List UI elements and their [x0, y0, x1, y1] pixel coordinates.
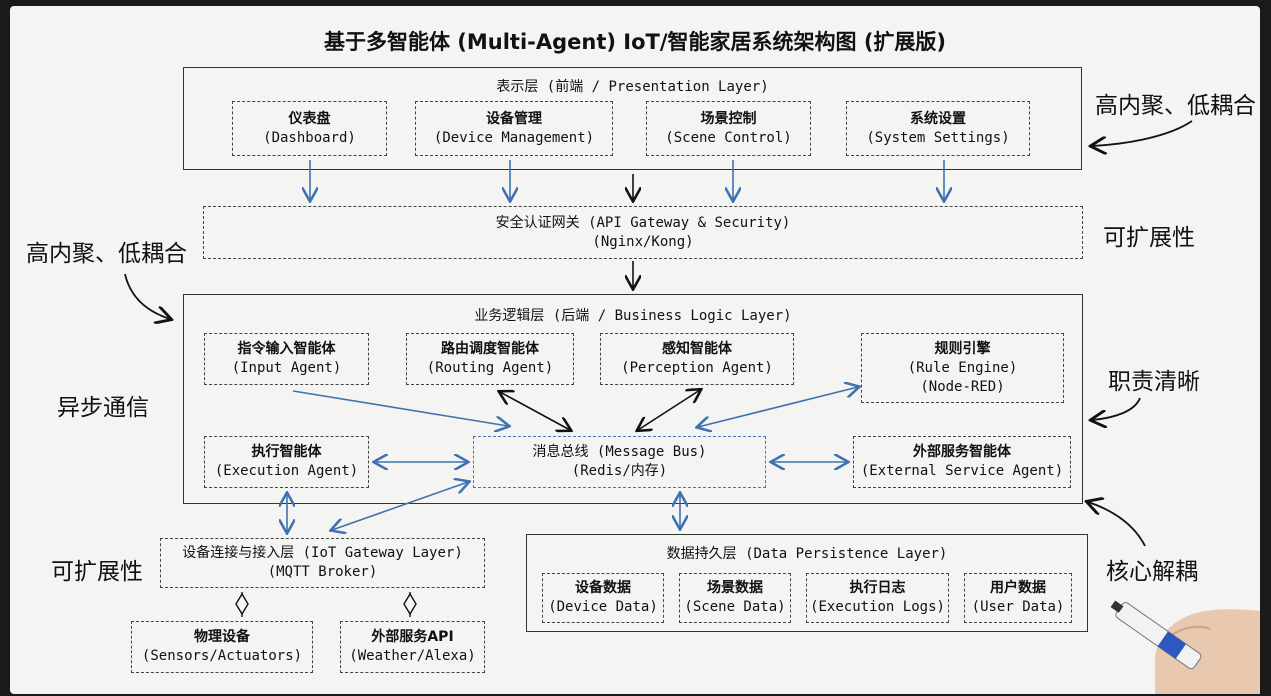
- rule-engine-sublabel-2: (Node-RED): [920, 378, 1005, 395]
- external-api-box: 外部服务API (Weather/Alexa): [340, 621, 485, 673]
- execution-agent-sublabel: (Execution Agent): [214, 463, 359, 479]
- execution-agent-label: 执行智能体: [251, 444, 322, 460]
- business-logic-layer-title: 业务逻辑层 (后端 / Business Logic Layer): [474, 308, 792, 324]
- rule-engine-sublabel: (Rule Engine): [907, 359, 1018, 376]
- arrow-input-bus: [292, 390, 508, 426]
- dashboard-label: 仪表盘: [288, 110, 331, 127]
- input-agent-box: 指令输入智能体 (Input Agent): [204, 333, 369, 385]
- system-settings-box: 系统设置 (System Settings): [846, 101, 1030, 156]
- note-high-cohesion-right: 高内聚、低耦合: [1095, 93, 1256, 119]
- diagram-title: 基于多智能体 (Multi-Agent) IoT/智能家居系统架构图 (扩展版): [323, 30, 947, 54]
- routing-agent-box: 路由调度智能体 (Routing Agent): [406, 333, 574, 385]
- note-core-decoupling: 核心解耦: [1106, 559, 1198, 585]
- note-arrow-core-decoupling: [1088, 502, 1146, 547]
- external-service-agent-label: 外部服务智能体: [913, 444, 1011, 460]
- hand-holding-marker: [1110, 600, 1260, 694]
- execution-agent-box: 执行智能体 (Execution Agent): [204, 436, 369, 488]
- connector-iot-physical: [235, 592, 249, 617]
- business-logic-layer: 业务逻辑层 (后端 / Business Logic Layer): [183, 294, 1083, 504]
- dashboard-box: 仪表盘 (Dashboard): [232, 101, 387, 156]
- device-data-box: 设备数据 (Device Data): [542, 573, 664, 623]
- routing-agent-label: 路由调度智能体: [441, 341, 539, 357]
- scene-data-sublabel: (Scene Data): [684, 599, 786, 615]
- whiteboard: 基于多智能体 (Multi-Agent) IoT/智能家居系统架构图 (扩展版)…: [10, 6, 1260, 694]
- external-api-sublabel: (Weather/Alexa): [349, 648, 476, 664]
- note-high-cohesion-left: 高内聚、低耦合: [26, 241, 187, 267]
- rule-engine-box: 规则引擎 (Rule Engine) (Node-RED): [861, 333, 1064, 403]
- connector-arrows: [124, 120, 1193, 617]
- api-gateway-label: 安全认证网关 (API Gateway & Security): [495, 214, 791, 231]
- iot-gateway-box: 设备连接与接入层 (IoT Gateway Layer) (MQTT Broke…: [160, 538, 485, 588]
- presentation-layer-title: 表示层 (前端 / Presentation Layer): [496, 79, 769, 95]
- message-bus-label: 消息总线 (Message Bus): [532, 444, 707, 460]
- execution-logs-label: 执行日志: [849, 580, 906, 596]
- input-agent-sublabel: (Input Agent): [231, 360, 342, 376]
- data-persistence-layer-title: 数据持久层 (Data Persistence Layer): [666, 546, 948, 562]
- scene-control-box: 场景控制 (Scene Control): [646, 101, 811, 156]
- execution-logs-box: 执行日志 (Execution Logs): [806, 573, 949, 623]
- note-arrow-high-cohesion-right: [1092, 120, 1193, 146]
- iot-gateway-label: 设备连接与接入层 (IoT Gateway Layer): [182, 545, 463, 561]
- external-service-agent-box: 外部服务智能体 (External Service Agent): [853, 436, 1071, 488]
- user-data-label: 用户数据: [990, 580, 1046, 596]
- data-persistence-layer: 数据持久层 (Data Persistence Layer) 设备数据 (Dev…: [526, 534, 1088, 632]
- scene-data-box: 场景数据 (Scene Data): [679, 573, 791, 623]
- scene-data-label: 场景数据: [707, 580, 763, 596]
- external-service-agent-sublabel: (External Service Agent): [860, 463, 1064, 479]
- message-bus-sublabel: (Redis/内存): [571, 463, 668, 479]
- scene-control-sublabel: (Scene Control): [665, 129, 792, 146]
- perception-agent-box: 感知智能体 (Perception Agent): [600, 333, 794, 385]
- connector-iot-external-api: [403, 592, 417, 617]
- api-gateway-box: 安全认证网关 (API Gateway & Security) (Nginx/K…: [203, 206, 1083, 259]
- perception-agent-sublabel: (Perception Agent): [621, 360, 773, 376]
- note-arrow-clear-duty: [1092, 397, 1141, 420]
- system-settings-sublabel: (System Settings): [866, 129, 1010, 146]
- perception-agent-label: 感知智能体: [662, 341, 732, 357]
- device-management-box: 设备管理 (Device Management): [415, 101, 613, 156]
- arrow-routing-bus: [500, 392, 570, 430]
- note-arrow-high-cohesion-left: [124, 273, 170, 319]
- arrow-perception-bus: [638, 390, 700, 430]
- system-settings-label: 系统设置: [910, 110, 966, 127]
- presentation-layer: 表示层 (前端 / Presentation Layer) 仪表盘 (Dashb…: [183, 67, 1082, 170]
- routing-agent-sublabel: (Routing Agent): [426, 360, 554, 376]
- physical-devices-label: 物理设备: [194, 629, 250, 645]
- iot-gateway-sublabel: (MQTT Broker): [267, 564, 378, 580]
- user-data-box: 用户数据 (User Data): [964, 573, 1072, 623]
- message-bus-box: 消息总线 (Message Bus) (Redis/内存): [473, 436, 766, 488]
- scene-control-label: 场景控制: [700, 110, 757, 127]
- physical-devices-sublabel: (Sensors/Actuators): [141, 648, 303, 664]
- api-gateway-sublabel: (Nginx/Kong): [592, 233, 694, 250]
- note-extensible-right: 可扩展性: [1103, 225, 1195, 251]
- note-async: 异步通信: [57, 395, 149, 421]
- device-data-label: 设备数据: [575, 580, 631, 596]
- arrow-bus-iot: [332, 482, 468, 530]
- dashboard-sublabel: (Dashboard): [263, 129, 356, 146]
- device-data-sublabel: (Device Data): [548, 599, 658, 615]
- note-extensible-left: 可扩展性: [51, 559, 143, 585]
- physical-devices-box: 物理设备 (Sensors/Actuators): [131, 621, 313, 673]
- arrow-rule-bus: [698, 387, 858, 427]
- device-management-sublabel: (Device Management): [433, 129, 595, 146]
- device-management-label: 设备管理: [486, 110, 542, 127]
- note-clear-duty: 职责清晰: [1108, 369, 1200, 395]
- external-api-label: 外部服务API: [371, 629, 454, 645]
- rule-engine-label: 规则引擎: [934, 340, 991, 357]
- execution-logs-sublabel: (Execution Logs): [810, 599, 945, 615]
- input-agent-label: 指令输入智能体: [237, 341, 336, 357]
- user-data-sublabel: (User Data): [971, 599, 1065, 615]
